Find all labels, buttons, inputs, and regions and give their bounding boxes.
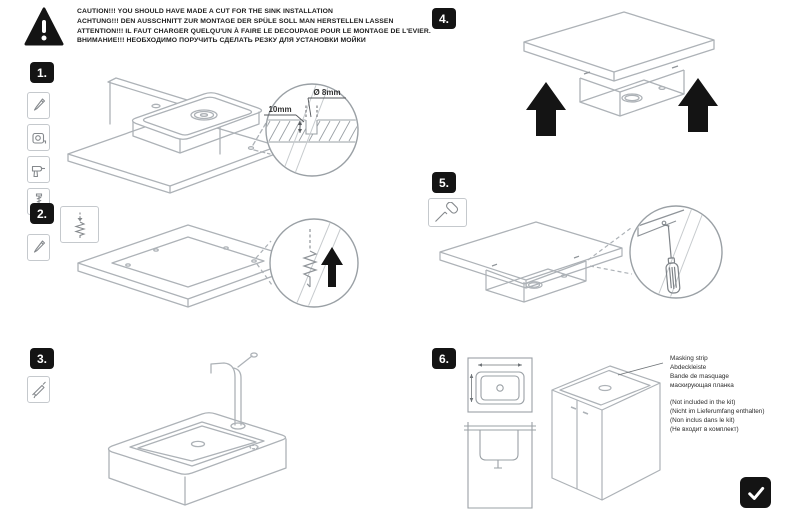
masking-strip-label-de: Abdeckleiste bbox=[670, 364, 707, 371]
undermount-assembly-drawing bbox=[523, 11, 715, 117]
vanity-cabinet-drawing bbox=[551, 365, 661, 501]
diameter-label: Ø 8mm bbox=[313, 88, 340, 97]
detail-circle-spring-clip bbox=[269, 218, 359, 308]
step-5-badge: 5. bbox=[432, 172, 456, 193]
masking-strip-label-en: Masking strip bbox=[670, 355, 708, 362]
masking-strip-label-ru: маскирующая планка bbox=[670, 382, 734, 389]
step-5-illustration bbox=[439, 205, 723, 303]
step-1-badge: 1. bbox=[30, 62, 54, 83]
not-included-note-de: (Nicht im Lieferumfang enthalten) bbox=[670, 408, 765, 415]
warning-line-de: ACHTUNG!!! DEN AUSSCHNITT ZUR MONTAGE DE… bbox=[77, 17, 394, 25]
hole-dimensions bbox=[264, 97, 346, 133]
step-4-illustration bbox=[523, 11, 718, 136]
step-6-illustration bbox=[464, 357, 664, 509]
drill-icon bbox=[27, 156, 50, 183]
push-up-arrow-left bbox=[526, 82, 566, 136]
cabinet-section-view bbox=[464, 422, 536, 509]
counter-cutout-drawing bbox=[77, 224, 299, 308]
sink-upside-down-drawing bbox=[67, 77, 279, 194]
not-included-note-ru: (Не входит в комплект) bbox=[670, 426, 739, 433]
warning-triangle-icon bbox=[24, 6, 64, 53]
step-3-illustration bbox=[107, 352, 287, 506]
warning-line-fr: ATTENTION!!! IL FAUT CHARGER QUELQU'UN À… bbox=[77, 27, 431, 35]
depth-label: 10mm bbox=[268, 105, 291, 114]
spring-screw-drawing bbox=[302, 229, 318, 288]
step-4-badge: 4. bbox=[432, 8, 456, 29]
warning-line-en: CAUTION!!! YOU SHOULD HAVE MADE A CUT FO… bbox=[77, 8, 334, 15]
screwdriver-drawing bbox=[663, 224, 681, 294]
detail-circle-drill-hole: Ø 8mm 10mm bbox=[264, 83, 359, 177]
push-up-arrow-right bbox=[678, 78, 718, 132]
scribe-icon bbox=[27, 234, 50, 261]
sink-with-faucet-drawing bbox=[107, 352, 287, 506]
tape-measure-icon bbox=[27, 124, 50, 151]
screwdriver-icon bbox=[428, 198, 467, 227]
step-1-tools bbox=[27, 92, 50, 215]
detail-circle-screwdriver bbox=[629, 205, 723, 299]
faucet-spout bbox=[210, 362, 236, 426]
warning-line-ru: ВНИМАНИЕ!!! НЕОБХОДИМО ПОРУЧИТЬ СДЕЛАТЬ … bbox=[77, 37, 366, 45]
not-included-note-fr: (Non inclus dans le kit) bbox=[670, 417, 735, 424]
spring-screw-icon bbox=[60, 206, 99, 243]
step-6-badge: 6. bbox=[432, 348, 456, 369]
sink-top-view-framed bbox=[467, 357, 533, 413]
checkmark-icon bbox=[740, 477, 771, 508]
masking-strip-note: Masking strip Abdeckleiste Bande de masq… bbox=[670, 354, 798, 434]
masking-strip-leader-line bbox=[617, 362, 664, 376]
step-2-illustration bbox=[77, 218, 359, 308]
step-1-illustration: Ø 8mm 10mm bbox=[67, 77, 359, 194]
masking-strip-label-fr: Bande de masquage bbox=[670, 373, 729, 380]
caulk-gun-icon bbox=[27, 376, 50, 403]
warning-text: CAUTION!!! YOU SHOULD HAVE MADE A CUT FO… bbox=[77, 7, 431, 46]
scribe-icon bbox=[27, 92, 50, 119]
fastening-assembly-drawing bbox=[439, 221, 633, 303]
step-3-badge: 3. bbox=[30, 348, 54, 369]
not-included-note-en: (Not included in the kit) bbox=[670, 399, 736, 406]
insert-direction-arrow bbox=[321, 247, 343, 287]
step-2-badge: 2. bbox=[30, 203, 54, 224]
